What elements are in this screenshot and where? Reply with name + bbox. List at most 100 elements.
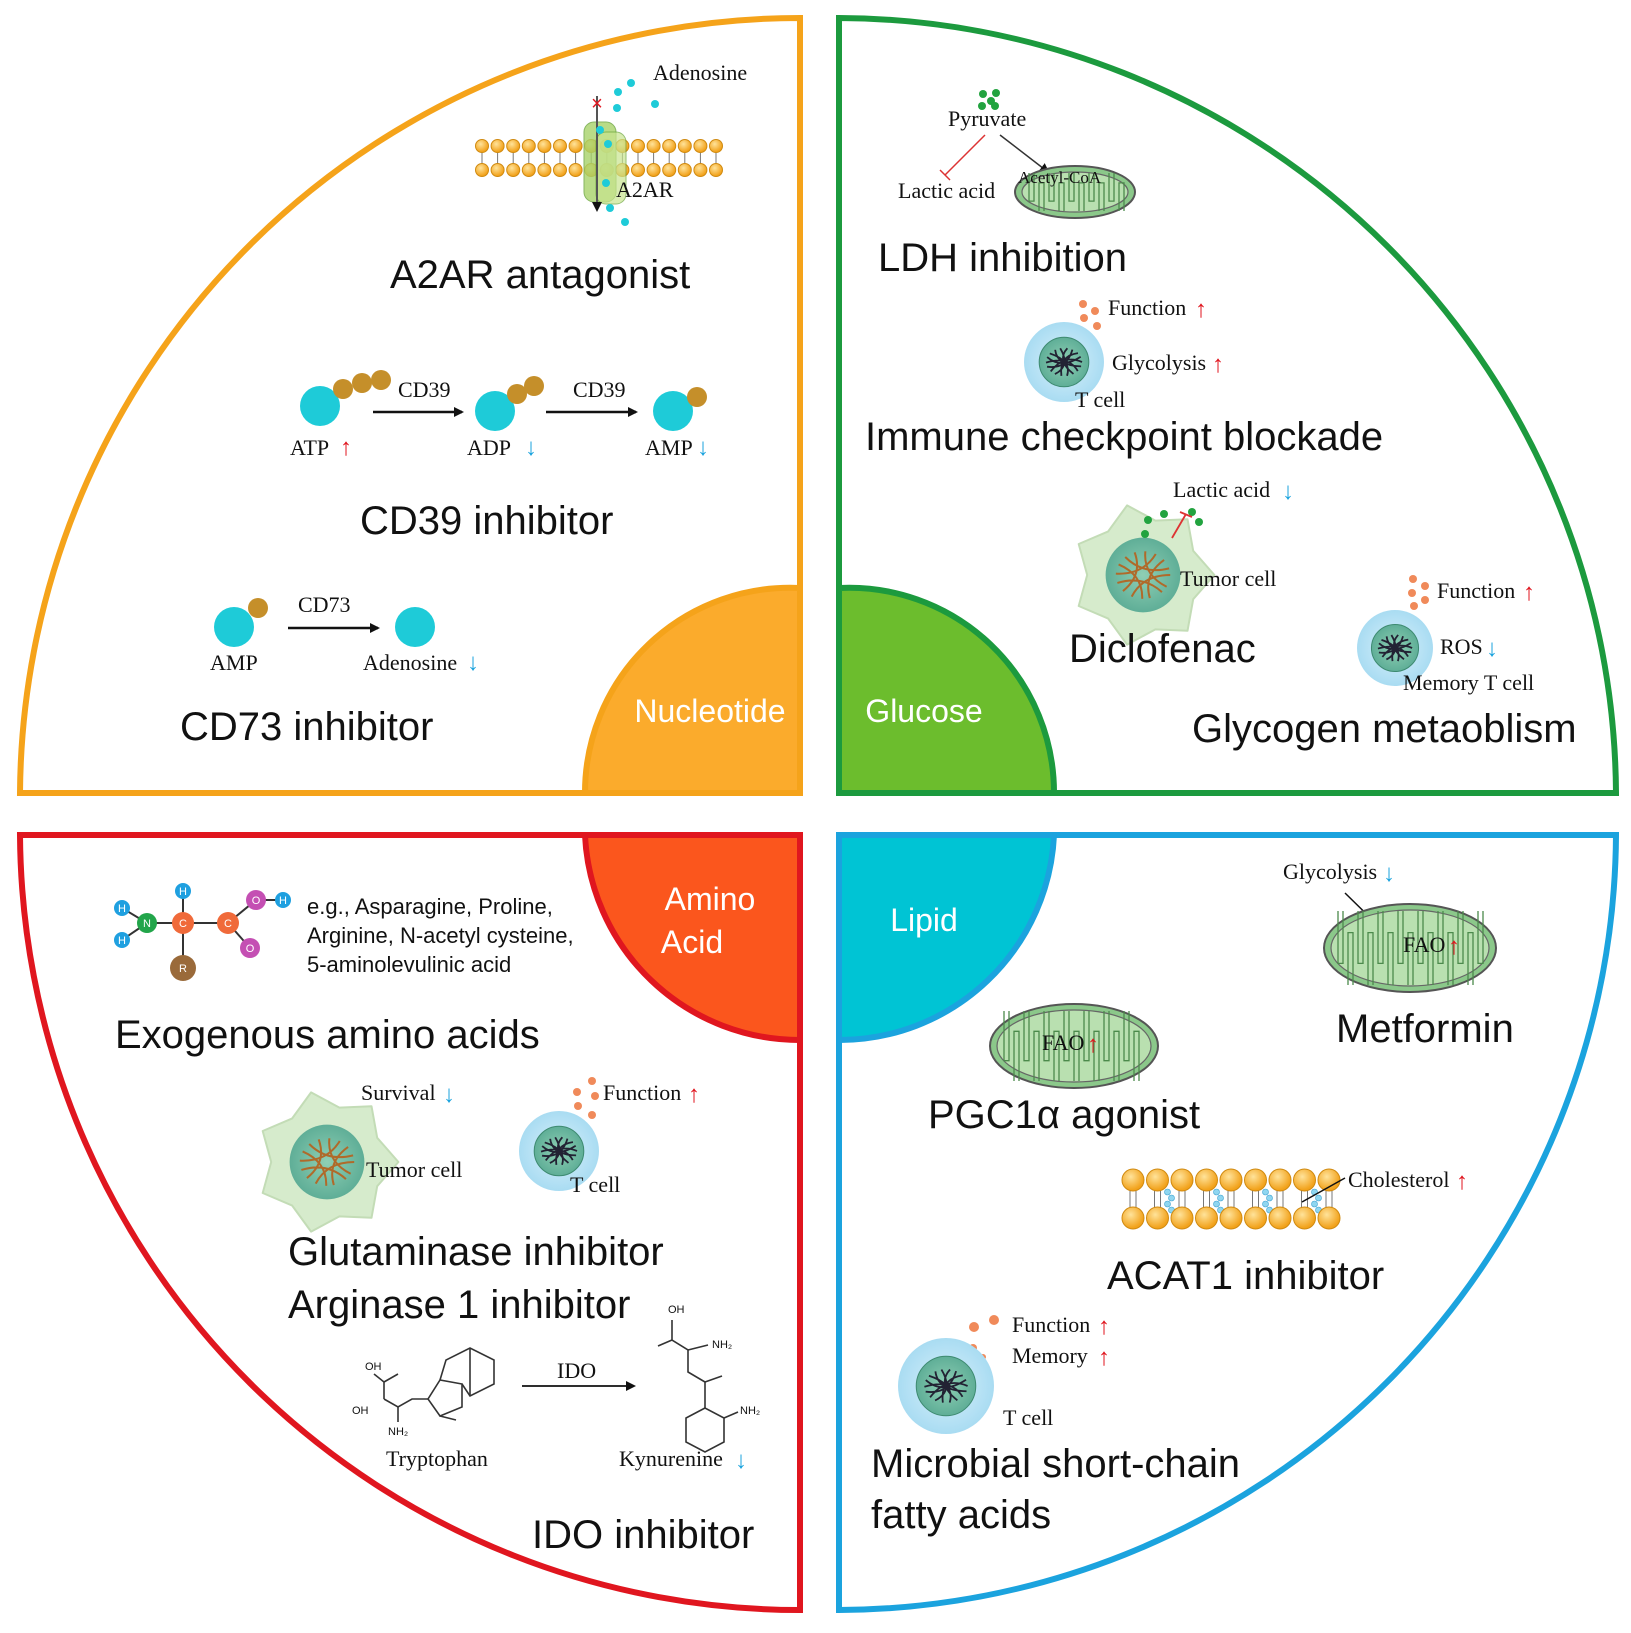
tumor-cell-icon xyxy=(1077,504,1216,646)
glucose-hub-label: Glucose xyxy=(865,693,982,729)
scfa-title-1: Microbial short-chain xyxy=(871,1442,1240,1486)
block-x-icon: × xyxy=(591,93,603,115)
kynurenine-structure-icon xyxy=(657,1320,739,1453)
svg-text:H: H xyxy=(279,895,287,907)
mitochondrion-icon xyxy=(1014,165,1136,219)
adenosine-molecule-icon xyxy=(395,607,435,647)
glycolysis-label: Glycolysis xyxy=(1283,859,1377,884)
mitochondrion-icon xyxy=(989,1003,1159,1089)
tumor-cell-icon xyxy=(261,1091,400,1233)
cd73-panel: CD73 AMP Adenosine ↓ CD73 inhibitor xyxy=(180,592,479,749)
examples-line-2: Arginine, N-acetyl cysteine, xyxy=(307,923,574,948)
up-arrow-icon: ↑ xyxy=(1456,1168,1468,1195)
amino-quadrant-frame xyxy=(16,832,803,1614)
glucose-quadrant-frame xyxy=(836,14,1620,796)
t-cell-label: T cell xyxy=(1075,387,1125,412)
diclofenac-panel: Lactic acid ↓ Tumor cell Diclofenac xyxy=(1069,477,1294,671)
adenosine-label: Adenosine xyxy=(363,650,457,675)
amino-hub xyxy=(581,832,803,1044)
lipid-quadrant-frame xyxy=(836,832,1620,1614)
svg-text:C: C xyxy=(224,918,232,930)
tumor-cell-label: Tumor cell xyxy=(366,1157,462,1182)
acetyl-coa-label: Acetyl-CoA xyxy=(1018,168,1102,187)
up-arrow-icon: ↑ xyxy=(340,434,352,461)
metformin-panel: Glycolysis ↓ FAO ↑ Metformin xyxy=(1283,859,1514,1051)
up-arrow-icon: ↑ xyxy=(1195,296,1207,323)
t-cell-label: T cell xyxy=(570,1172,620,1197)
glucose-hub xyxy=(836,584,1058,796)
glutaminase-panel: Survival ↓ Tumor cell Function ↑ T cell … xyxy=(261,1077,700,1327)
down-arrow-icon: ↓ xyxy=(467,649,479,676)
down-arrow-icon: ↓ xyxy=(697,434,709,461)
tumor-cell-label: Tumor cell xyxy=(1180,566,1276,591)
t-cell-icon xyxy=(1024,322,1104,402)
cd73-enzyme: CD73 xyxy=(298,592,351,617)
diclofenac-title: Diclofenac xyxy=(1069,627,1256,671)
a2ar-label: A2AR xyxy=(616,177,674,202)
memory-label: Memory xyxy=(1012,1343,1088,1368)
survival-label: Survival xyxy=(361,1080,436,1105)
scfa-title-2: fatty acids xyxy=(871,1493,1051,1537)
nucleotide-hub-label: Nucleotide xyxy=(634,693,785,729)
tryptophan-structure-icon xyxy=(373,1347,495,1422)
cholesterol-label: Cholesterol xyxy=(1348,1167,1449,1192)
cd73-title: CD73 inhibitor xyxy=(180,705,433,749)
down-arrow-icon: ↓ xyxy=(735,1447,747,1474)
scfa-panel: Function ↑ Memory ↑ T cell Microbial sho… xyxy=(871,1312,1240,1537)
down-arrow-icon: ↓ xyxy=(443,1081,455,1108)
amino-hub-label-1: Amino xyxy=(665,881,756,917)
exogenous-panel: H H N C H C O H O R e.g., Asparagine, Pr… xyxy=(114,883,574,1057)
inhibition-line xyxy=(944,134,986,176)
svg-text:NH₂: NH₂ xyxy=(388,1426,408,1438)
function-label: Function xyxy=(1012,1312,1090,1337)
lipid-bilayer-icon xyxy=(1121,1168,1341,1230)
metformin-title: Metformin xyxy=(1336,1007,1514,1051)
ldh-panel: Pyruvate Lactic acid Acetyl-CoA LDH inhi… xyxy=(878,89,1136,280)
svg-text:C: C xyxy=(179,918,187,930)
amp-label: AMP xyxy=(210,650,258,675)
amino-hub-label-2: Acid xyxy=(661,924,723,960)
exogenous-title: Exogenous amino acids xyxy=(115,1013,540,1057)
pgc-title: PGC1α agonist xyxy=(928,1093,1200,1137)
up-arrow-icon: ↑ xyxy=(1098,1344,1110,1371)
svg-text:OH: OH xyxy=(365,1361,382,1373)
cd39-enzyme-2: CD39 xyxy=(573,377,626,402)
tryptophan-label: Tryptophan xyxy=(386,1446,488,1471)
down-arrow-icon: ↓ xyxy=(1282,478,1294,505)
up-arrow-icon: ↑ xyxy=(1098,1313,1110,1340)
a2ar-panel: × Adenosine A2AR A2AR antagonist xyxy=(390,60,747,297)
svg-text:OH: OH xyxy=(352,1405,369,1417)
down-arrow-icon: ↓ xyxy=(1383,860,1395,887)
cd39-title: CD39 inhibitor xyxy=(360,499,613,543)
glycolysis-label: Glycolysis xyxy=(1112,350,1206,375)
down-arrow-icon: ↓ xyxy=(1486,635,1498,662)
glycogen-title: Glycogen metaoblism xyxy=(1192,707,1577,751)
lactic-acid-label: Lactic acid xyxy=(898,178,995,203)
nucleotide-hub xyxy=(581,584,803,796)
acat-title: ACAT1 inhibitor xyxy=(1107,1254,1384,1298)
glutaminase-title: Glutaminase inhibitor xyxy=(288,1230,664,1274)
amp-molecule-icon xyxy=(214,607,254,647)
svg-text:O: O xyxy=(252,895,261,907)
amino-acid-structure-icon: H H N C H C O H O R xyxy=(114,883,291,981)
svg-text:R: R xyxy=(179,963,187,975)
amp-label: AMP xyxy=(645,435,693,460)
arginase-title: Arginase 1 inhibitor xyxy=(288,1283,630,1327)
atp-molecule-icon xyxy=(300,386,340,426)
ros-label: ROS xyxy=(1440,634,1483,659)
ldh-title: LDH inhibition xyxy=(878,236,1127,280)
icb-panel: Function ↑ Glycolysis ↑ T cell Immune ch… xyxy=(865,295,1383,459)
examples-line-1: e.g., Asparagine, Proline, xyxy=(307,894,553,919)
svg-text:H: H xyxy=(118,935,126,947)
acat-panel: Cholesterol ↑ ACAT1 inhibitor xyxy=(1107,1167,1468,1298)
up-arrow-icon: ↑ xyxy=(1448,933,1460,960)
adp-molecule-icon xyxy=(475,391,515,431)
fao-label: FAO xyxy=(1403,932,1445,957)
mitochondrion-icon xyxy=(1323,903,1497,993)
function-label: Function xyxy=(603,1080,681,1105)
ido-panel: OH OH NH₂ IDO OH NH₂ NH₂ Tryptophan Kynu… xyxy=(352,1304,760,1557)
svg-text:NH₂: NH₂ xyxy=(740,1405,760,1417)
kynurenine-label: Kynurenine xyxy=(619,1446,723,1471)
